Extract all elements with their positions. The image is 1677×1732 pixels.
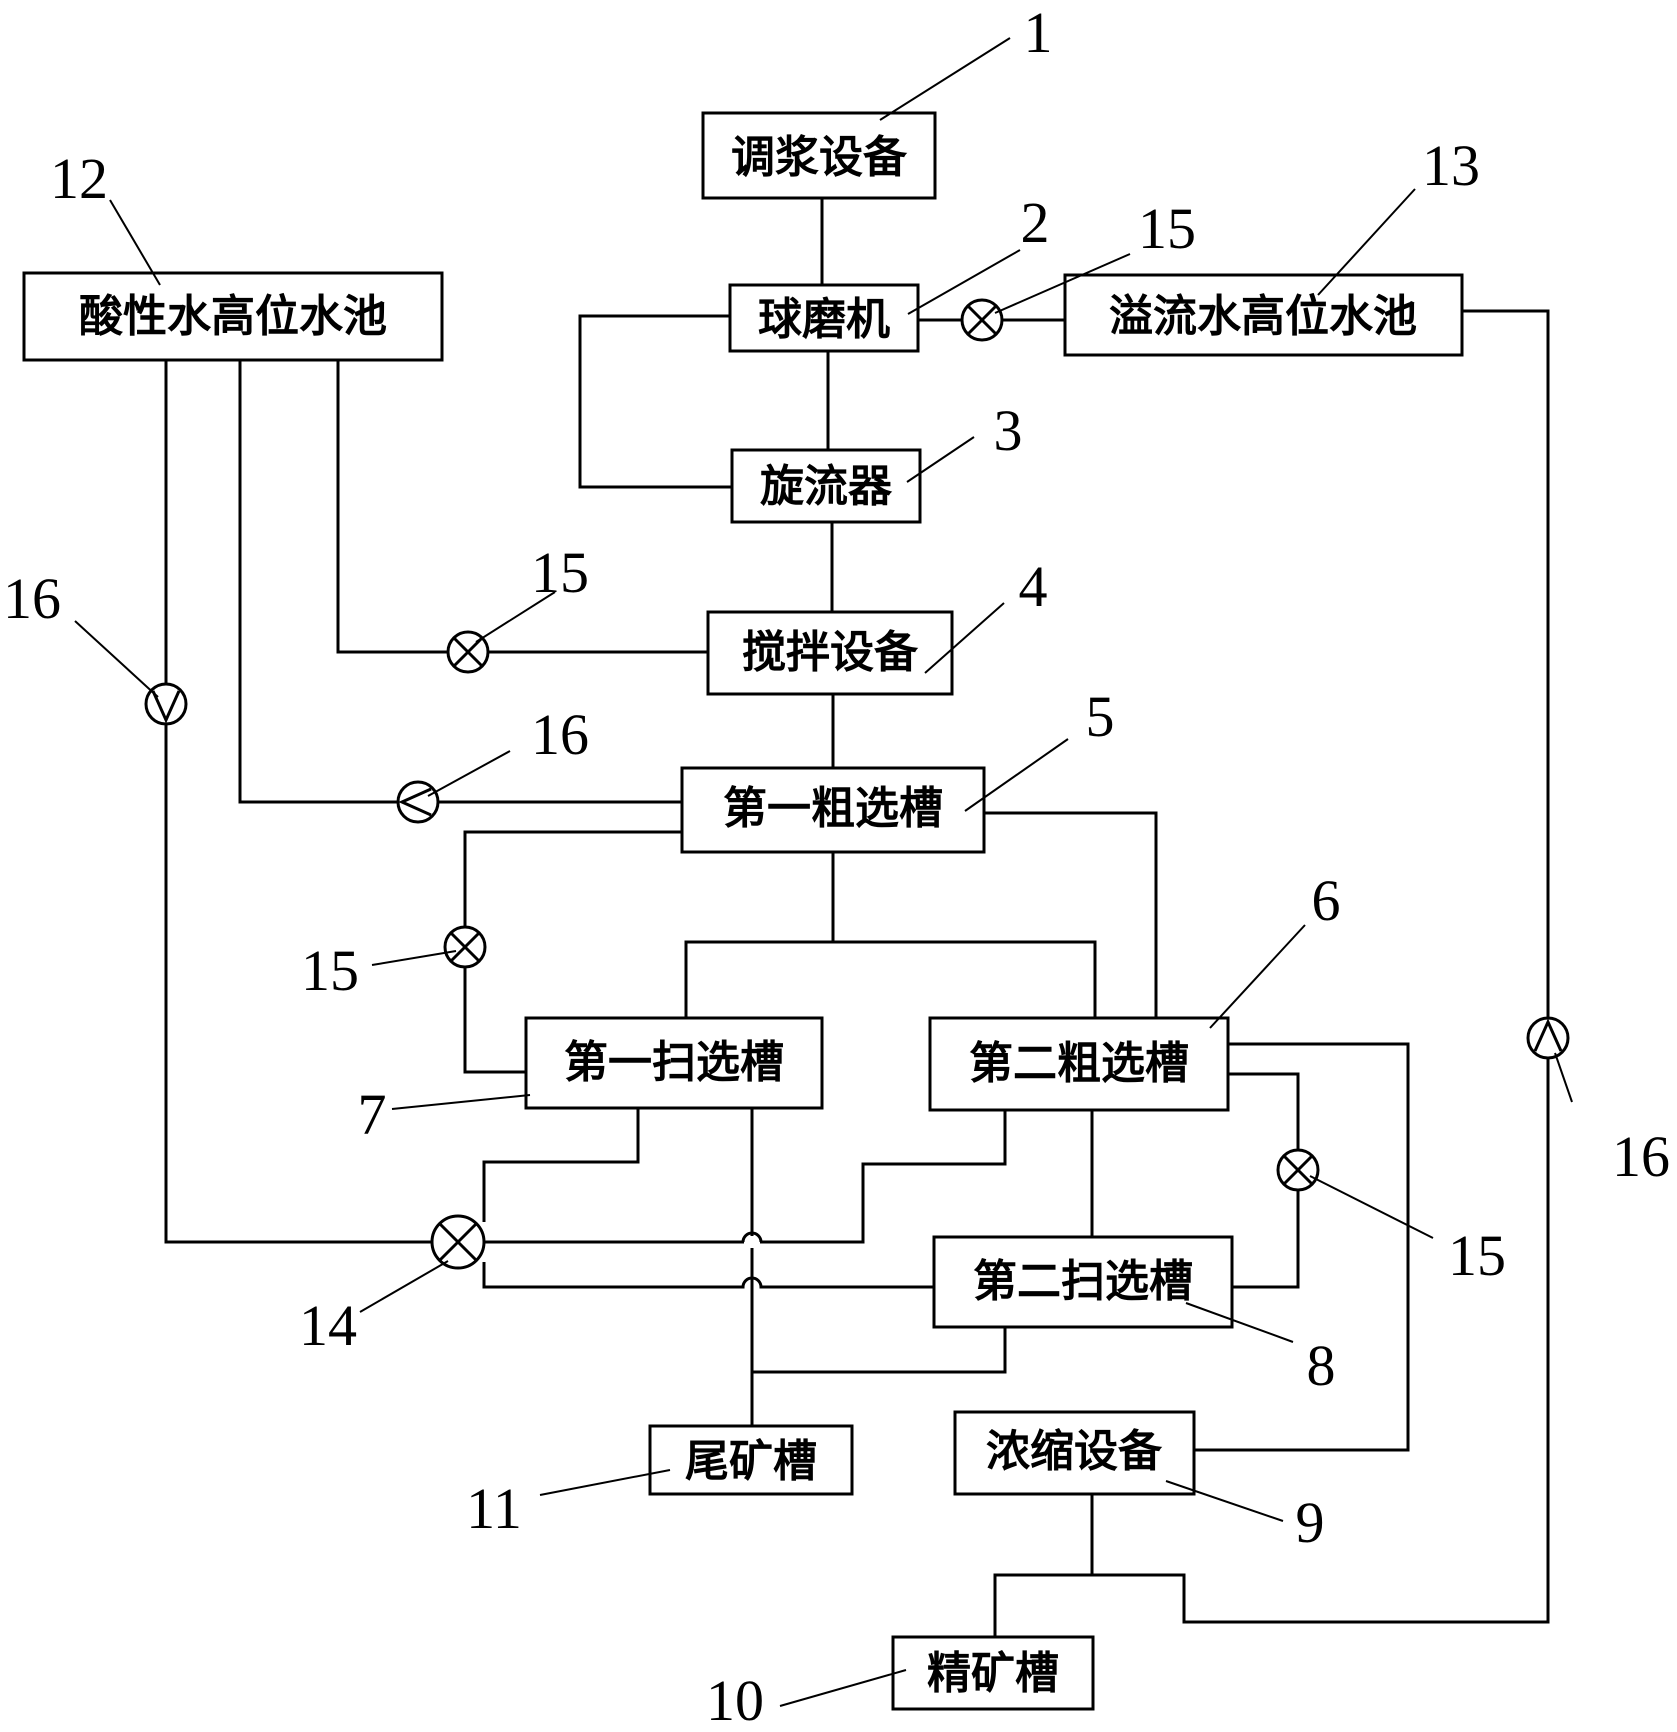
pipe-lines: [164, 198, 1550, 1637]
ref-number-6: 6: [1312, 868, 1341, 933]
ref-number-9: 9: [1296, 1490, 1325, 1555]
box-label: 第二扫选槽: [973, 1256, 1193, 1307]
valve-icon: [446, 630, 490, 674]
ref-number-16: 16: [531, 702, 589, 767]
box-first-rougher-tank: 第一粗选槽: [680, 766, 986, 854]
ref-number-15: 15: [1448, 1223, 1506, 1288]
pump-icon: [144, 682, 188, 726]
box-second-rougher-tank: 第二粗选槽: [928, 1016, 1230, 1112]
pump-icon: [1526, 1016, 1570, 1060]
ref-number-3: 3: [994, 398, 1023, 463]
box-concentration-equipment: 浓缩设备: [953, 1410, 1196, 1496]
ref-number-15: 15: [301, 938, 359, 1003]
ref-number-15: 15: [531, 540, 589, 605]
box-label: 调浆设备: [731, 132, 908, 183]
box-label: 酸性水高位水池: [79, 291, 387, 342]
ref-number-2: 2: [1021, 190, 1050, 255]
ref-number-8: 8: [1307, 1333, 1336, 1398]
ref-number-1: 1: [1024, 0, 1053, 65]
box-label: 浓缩设备: [986, 1426, 1163, 1477]
valve-icon: [1276, 1148, 1320, 1192]
pump-icon: [396, 780, 440, 824]
valve-icon: [960, 298, 1004, 342]
box-slurry-equipment: 调浆设备: [701, 111, 937, 200]
box-acidic-water-tank: 酸性水高位水池: [22, 271, 444, 362]
box-label: 球磨机: [758, 294, 890, 345]
box-label: 第一扫选槽: [564, 1037, 784, 1088]
box-label: 第二粗选槽: [969, 1038, 1189, 1089]
box-overflow-water-tank: 溢流水高位水池: [1063, 273, 1464, 357]
box-second-scavenger-tank: 第二扫选槽: [932, 1235, 1234, 1329]
ref-number-16: 16: [3, 566, 61, 631]
ref-number-4: 4: [1019, 554, 1048, 619]
box-label: 精矿槽: [927, 1648, 1059, 1699]
box-label: 搅拌设备: [742, 627, 919, 678]
box-label: 第一粗选槽: [723, 783, 943, 834]
ref-number-11: 11: [466, 1476, 522, 1541]
box-label: 旋流器: [760, 461, 893, 512]
box-concentrate-tank: 精矿槽: [891, 1635, 1095, 1711]
ref-number-12: 12: [50, 146, 108, 211]
mixer-icon: [430, 1214, 486, 1270]
box-label: 尾矿槽: [685, 1436, 817, 1487]
ref-number-16: 16: [1612, 1124, 1670, 1189]
box-ball-mill: 球磨机: [728, 283, 920, 353]
box-hydrocyclone: 旋流器: [730, 448, 922, 524]
reference-numbers: 1 2 15 13 12 3 15 4 16 16 5 6 15 16 7 15…: [3, 0, 1670, 1732]
leader-lines: [74, 37, 1573, 1707]
box-label: 溢流水高位水池: [1109, 291, 1417, 342]
box-tailings-tank: 尾矿槽: [648, 1424, 854, 1496]
valve-icon: [443, 925, 487, 969]
ref-number-15: 15: [1138, 196, 1196, 261]
crossover-gap: [744, 1236, 760, 1248]
ref-number-13: 13: [1422, 133, 1480, 198]
ref-number-10: 10: [706, 1668, 764, 1732]
crossover-hop: [741, 1231, 763, 1243]
ref-number-5: 5: [1086, 684, 1115, 749]
box-first-scavenger-tank: 第一扫选槽: [524, 1016, 824, 1110]
box-stirring-equipment: 搅拌设备: [706, 610, 954, 696]
ref-number-14: 14: [299, 1293, 357, 1358]
ref-number-7: 7: [358, 1082, 387, 1147]
